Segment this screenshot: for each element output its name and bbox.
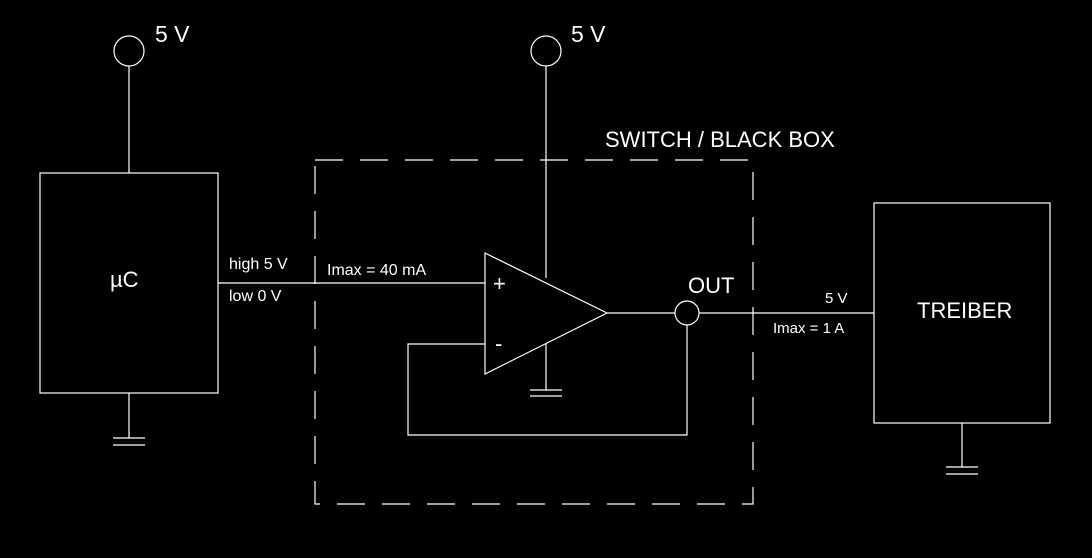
out-terminal [674,300,700,326]
opamp-minus-label: - [495,331,503,356]
feedback-wire [407,325,688,436]
black-box-boundary [314,159,754,505]
driver-imax-label: Imax = 1 A [773,320,845,337]
opamp-plus-label: + [493,271,506,296]
opamp-symbol [484,252,609,375]
driver-ground-symbol [946,423,978,475]
driver-voltage-label: 5 V [825,290,848,307]
opamp-ground-symbol [530,344,562,397]
imax-input-label: Imax = 40 mA [327,262,427,279]
driver-label: TREIBER [917,298,1013,323]
black-box-title: SWITCH / BLACK BOX [605,127,835,152]
out-label: OUT [688,273,735,298]
opamp-supply-label: 5 V [571,21,606,47]
uc-label: µC [110,267,139,292]
uc-ground-symbol [113,393,145,446]
opamp-supply-terminal [530,35,562,67]
uc-supply-label: 5 V [155,21,190,47]
signal-high-label: high 5 V [229,256,288,273]
uc-supply-terminal [113,35,145,67]
signal-low-label: low 0 V [229,288,282,305]
